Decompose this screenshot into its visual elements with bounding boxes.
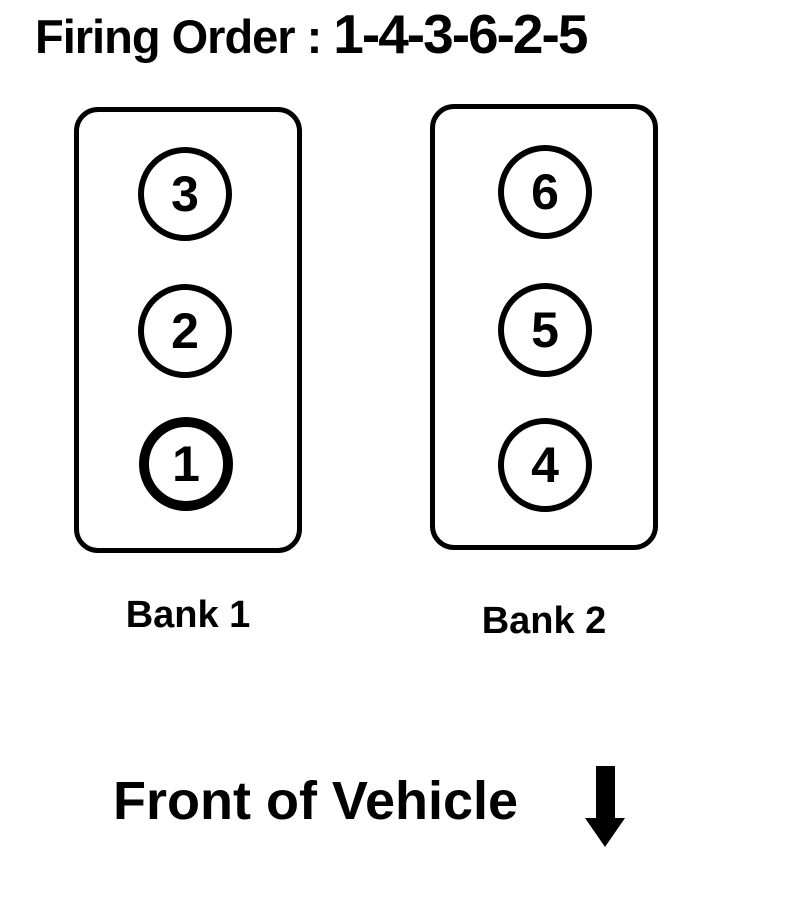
cylinder-5-number: 5 xyxy=(531,302,559,358)
cylinder-5: 5 xyxy=(498,283,592,377)
cylinder-2: 2 xyxy=(138,284,232,378)
bank-2-outline: 6 5 4 xyxy=(430,104,658,550)
bank-1-outline: 3 2 1 xyxy=(74,107,302,553)
cylinder-6-number: 6 xyxy=(531,164,559,220)
firing-order-label: Firing Order : xyxy=(35,10,322,63)
bank-2-label: Bank 2 xyxy=(481,600,607,642)
cylinder-4-number: 4 xyxy=(531,437,559,493)
cylinder-1-number: 1 xyxy=(172,436,200,492)
cylinder-2-number: 2 xyxy=(171,303,199,359)
bank-1-label: Bank 1 xyxy=(125,594,251,636)
page-title: Firing Order :1-4-3-6-2-5 xyxy=(35,2,588,66)
cylinder-3: 3 xyxy=(138,147,232,241)
cylinder-4: 4 xyxy=(498,418,592,512)
cylinder-6: 6 xyxy=(498,145,592,239)
cylinder-3-number: 3 xyxy=(171,166,199,222)
firing-order-value: 1-4-3-6-2-5 xyxy=(333,3,588,65)
front-of-vehicle-label: Front of Vehicle xyxy=(113,771,519,831)
down-arrow-icon xyxy=(585,766,625,847)
cylinder-1: 1 xyxy=(139,417,233,511)
